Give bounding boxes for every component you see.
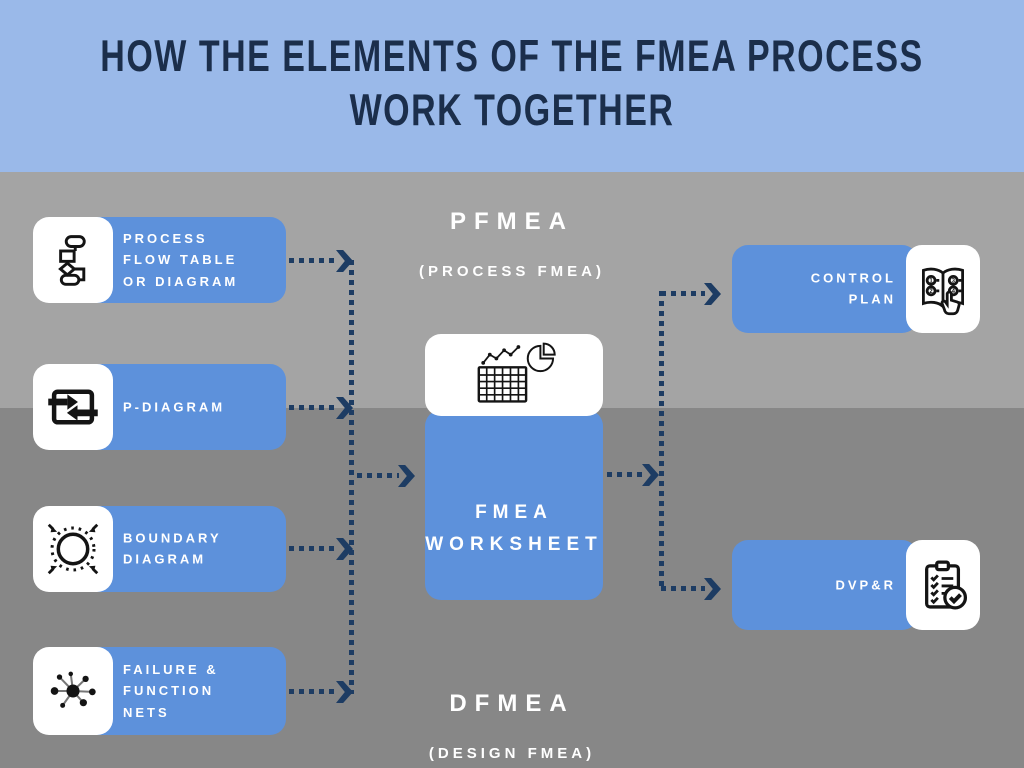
node-label: DVP&R	[835, 577, 896, 593]
node-label: PROCESS FLOW TABLE OR DIAGRAM	[123, 230, 239, 289]
spreadsheet-chart-pie-icon	[464, 342, 564, 408]
svg-text:1: 1	[929, 278, 933, 284]
pfmea-label: PFMEA	[450, 208, 574, 235]
network-nodes-icon	[46, 664, 100, 718]
checklist-clipboard-icon	[915, 557, 971, 613]
node-icon-card	[906, 540, 980, 630]
flowchart-icon	[46, 233, 100, 287]
node-fmea-worksheet: FMEA WORKSHEET	[425, 410, 603, 600]
node-label: FAILURE & FUNCTION NETS	[123, 661, 219, 720]
node-icon-card	[33, 506, 113, 592]
connector-failure-nets	[289, 689, 337, 694]
dfmea-label-group: DFMEA (DESIGN FMEA)	[362, 672, 662, 768]
pfmea-sublabel: (PROCESS FMEA)	[418, 263, 605, 280]
header-band: HOW THE ELEMENTS OF THE FMEA PROCESS WOR…	[0, 0, 1024, 172]
boundary-circle-icon	[45, 521, 101, 577]
connector-right-trunk	[659, 291, 664, 589]
connector-into-worksheet	[357, 473, 399, 478]
node-label: P-DIAGRAM	[123, 399, 226, 415]
pfmea-label-group: PFMEA (PROCESS FMEA)	[362, 190, 662, 298]
worksheet-label: FMEA WORKSHEET	[425, 502, 603, 555]
arrowhead-icon	[704, 283, 721, 305]
connector-boundary	[289, 546, 337, 551]
connector-left-trunk	[349, 260, 354, 694]
connector-process-flow	[289, 258, 337, 263]
node-icon-card	[33, 647, 113, 735]
node-control-plan: CONTROL PLAN 1 2 3 4	[732, 245, 980, 333]
node-pill	[732, 540, 918, 630]
node-dvpr: DVP&R	[732, 540, 980, 630]
control-plan-book-icon: 1 2 3 4	[915, 261, 971, 317]
dfmea-label: DFMEA	[449, 690, 575, 717]
node-icon-card	[33, 364, 113, 450]
node-icon-card	[33, 217, 113, 303]
node-p-diagram: P-DIAGRAM	[33, 364, 286, 450]
node-label: CONTROL PLAN	[810, 270, 896, 307]
svg-text:2: 2	[929, 289, 933, 295]
process-arrows-icon	[46, 380, 100, 434]
node-icon-card: 1 2 3 4	[906, 245, 980, 333]
svg-text:3: 3	[952, 278, 956, 284]
node-label: BOUNDARY DIAGRAM	[123, 530, 222, 567]
connector-dvpr	[661, 586, 705, 591]
connector-worksheet-out	[607, 472, 643, 477]
node-boundary-diagram: BOUNDARY DIAGRAM	[33, 506, 286, 592]
node-pill	[732, 245, 918, 333]
node-failure-function-nets: FAILURE & FUNCTION NETS	[33, 647, 286, 735]
dfmea-sublabel: (DESIGN FMEA)	[428, 745, 596, 762]
worksheet-icon-card	[425, 334, 603, 416]
node-process-flow: PROCESS FLOW TABLE OR DIAGRAM	[33, 217, 286, 303]
svg-text:4: 4	[952, 289, 956, 295]
connector-control-plan	[661, 291, 705, 296]
connector-p-diagram	[289, 405, 337, 410]
page-title: HOW THE ELEMENTS OF THE FMEA PROCESS WOR…	[100, 31, 924, 137]
